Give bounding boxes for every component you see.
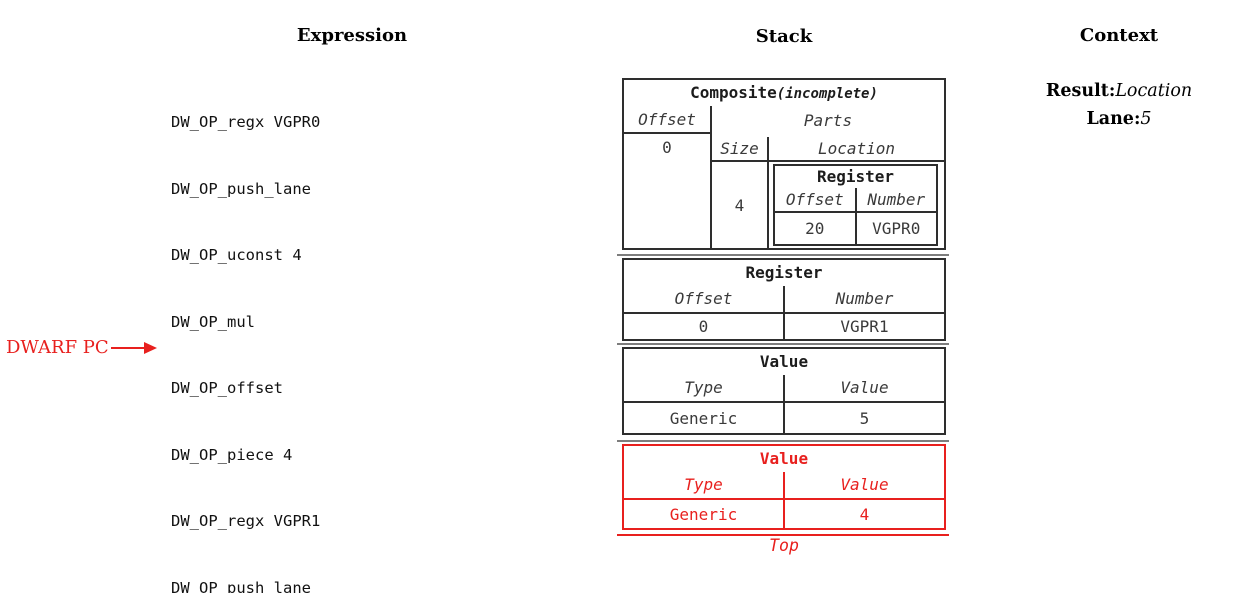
part-register-value-row: 20 VGPR0 bbox=[775, 213, 936, 244]
register-title: Register bbox=[745, 263, 823, 282]
composite-size-header: Size bbox=[712, 137, 767, 162]
composite-size-value: 4 bbox=[734, 195, 745, 215]
part-register-header-row: Offset Number bbox=[775, 188, 936, 213]
dwarf-pc-pointer: DWARF PC bbox=[6, 337, 157, 359]
lane-label: Lane: bbox=[1086, 109, 1141, 129]
opcode-push-lane-1: DW_OP_push_lane bbox=[171, 179, 311, 198]
stack-column-title: Stack bbox=[755, 26, 813, 47]
opcode-offset-1: DW_OP_offset bbox=[171, 379, 283, 398]
opcode-regx-vgpr0: DW_OP_regx VGPR0 bbox=[171, 113, 321, 131]
top-value-title: Value bbox=[759, 449, 809, 468]
opcode-uconst-1: DW_OP_uconst 4 bbox=[171, 246, 302, 265]
value-value-header: Value bbox=[783, 375, 944, 401]
register-number-header: Number bbox=[783, 286, 944, 312]
stack-entry-register: Register Offset Number 0 VGPR1 bbox=[622, 258, 946, 341]
value-header-row: Type Value bbox=[624, 375, 944, 403]
composite-title-text: Composite bbox=[690, 83, 777, 102]
expression-opcode-list: DW_OP_regx VGPR0 DW_OP_push_lane DW_OP_u… bbox=[171, 71, 320, 593]
expression-column-title: Expression bbox=[296, 25, 408, 46]
composite-location-cell: Register Offset Number 20 VGPR0 bbox=[769, 162, 944, 248]
lane-value: 5 bbox=[1140, 109, 1152, 129]
top-value-value-value: 4 bbox=[783, 500, 944, 528]
stack-entry-value: Value Type Value Generic 5 bbox=[622, 347, 946, 435]
stack-top-label: Top bbox=[769, 536, 799, 555]
part-register-offset-value: 20 bbox=[805, 219, 825, 238]
result-label: Result: bbox=[1045, 81, 1116, 101]
opcode-piece-1: DW_OP_piece 4 bbox=[171, 445, 293, 464]
composite-body: Offset 0 Parts Size 4 Location Register bbox=[624, 106, 944, 248]
value-value-row: Generic 5 bbox=[624, 403, 944, 433]
register-value-row: 0 VGPR1 bbox=[624, 314, 944, 339]
context-lane-line: Lane:5 bbox=[1046, 105, 1192, 133]
composite-location-header: Location bbox=[769, 137, 944, 162]
top-value-type-header: Type bbox=[684, 475, 723, 494]
top-value-type-value: Generic bbox=[669, 504, 738, 524]
stack-separator-1 bbox=[617, 254, 949, 256]
value-value-value: 5 bbox=[783, 403, 944, 433]
part-register-number-header: Number bbox=[854, 188, 937, 211]
dwarf-pc-arrow-line bbox=[110, 347, 144, 349]
composite-offset-value: 0 bbox=[662, 138, 672, 157]
register-header-row: Offset Number bbox=[624, 286, 944, 314]
value-type-value: Generic bbox=[669, 408, 738, 428]
register-number-value: VGPR1 bbox=[783, 314, 944, 339]
part-location-register-table: Register Offset Number 20 VGPR0 bbox=[773, 164, 938, 246]
composite-title: Composite(incomplete) bbox=[624, 80, 944, 106]
opcode-push-lane-2: DW_OP_push_lane bbox=[171, 578, 311, 593]
top-value-value-row: Generic 4 bbox=[624, 500, 944, 528]
stack-separator-3 bbox=[617, 440, 949, 442]
opcode-mul-1: DW_OP_mul bbox=[171, 312, 255, 331]
composite-incomplete-qualifier: (incomplete) bbox=[776, 86, 878, 102]
part-register-offset-header: Offset bbox=[785, 190, 844, 209]
opcode-regx-vgpr1: DW_OP_regx VGPR1 bbox=[171, 512, 321, 531]
composite-location-column: Location Register Offset Number 20 bbox=[767, 137, 944, 248]
composite-offset-header: Offset bbox=[624, 106, 710, 134]
value-type-header: Type bbox=[684, 378, 723, 397]
context-column-title: Context bbox=[1079, 25, 1159, 46]
composite-parts-body: Size 4 Location Register Offset Number bbox=[712, 137, 944, 248]
stack-top-underline bbox=[617, 534, 949, 536]
top-value-header-row: Type Value bbox=[624, 472, 944, 500]
part-register-title: Register bbox=[816, 167, 895, 186]
part-register-number-value: VGPR0 bbox=[854, 213, 937, 244]
stack-separator-2 bbox=[617, 343, 949, 345]
composite-size-column: Size 4 bbox=[712, 137, 767, 248]
value-title: Value bbox=[759, 352, 809, 371]
context-panel: Result:Location Lane:5 bbox=[1046, 77, 1192, 133]
composite-parts-header: Parts bbox=[803, 111, 853, 130]
dwarf-pc-label: DWARF PC bbox=[6, 337, 109, 358]
composite-offset-column: Offset 0 bbox=[624, 106, 710, 248]
result-value: Location bbox=[1115, 81, 1193, 101]
top-value-value-header: Value bbox=[783, 472, 944, 498]
stack-entry-top-value: Value Type Value Generic 4 bbox=[622, 444, 946, 530]
dwarf-pc-arrowhead-icon bbox=[143, 342, 157, 354]
register-offset-header: Offset bbox=[674, 289, 733, 308]
register-offset-value: 0 bbox=[698, 317, 709, 336]
composite-parts-column: Parts Size 4 Location Register Offset bbox=[710, 106, 944, 248]
context-result-line: Result:Location bbox=[1046, 77, 1192, 105]
stack-entry-composite: Composite(incomplete) Offset 0 Parts Siz… bbox=[622, 78, 946, 250]
